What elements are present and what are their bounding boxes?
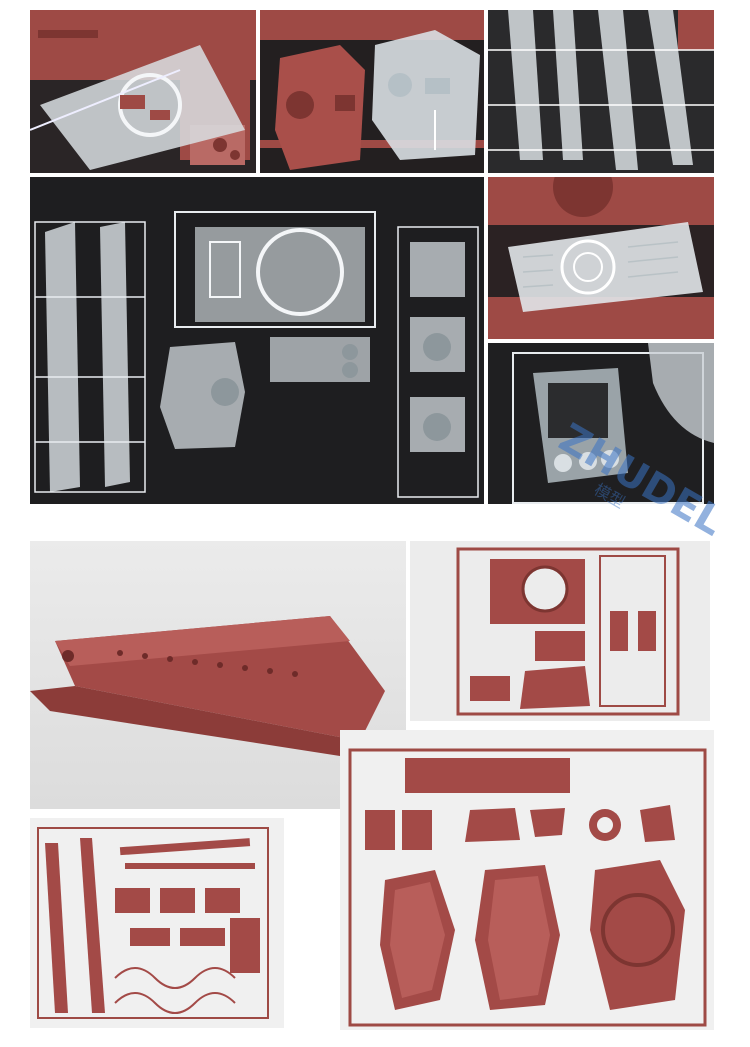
photo-red-sprue-lower-left bbox=[30, 818, 284, 1028]
photo-red-clear-grid bbox=[488, 177, 714, 339]
photo-red-clear-parts-1 bbox=[30, 10, 256, 173]
photo-red-sprue-lower-right bbox=[340, 730, 714, 1030]
photo-clear-plate-closeup bbox=[488, 343, 714, 504]
photo-clear-rails bbox=[488, 10, 714, 173]
photo-red-sprue-upper bbox=[410, 541, 710, 721]
photo-clear-sprue-large bbox=[30, 177, 484, 504]
photo-red-clear-parts-2 bbox=[260, 10, 484, 173]
